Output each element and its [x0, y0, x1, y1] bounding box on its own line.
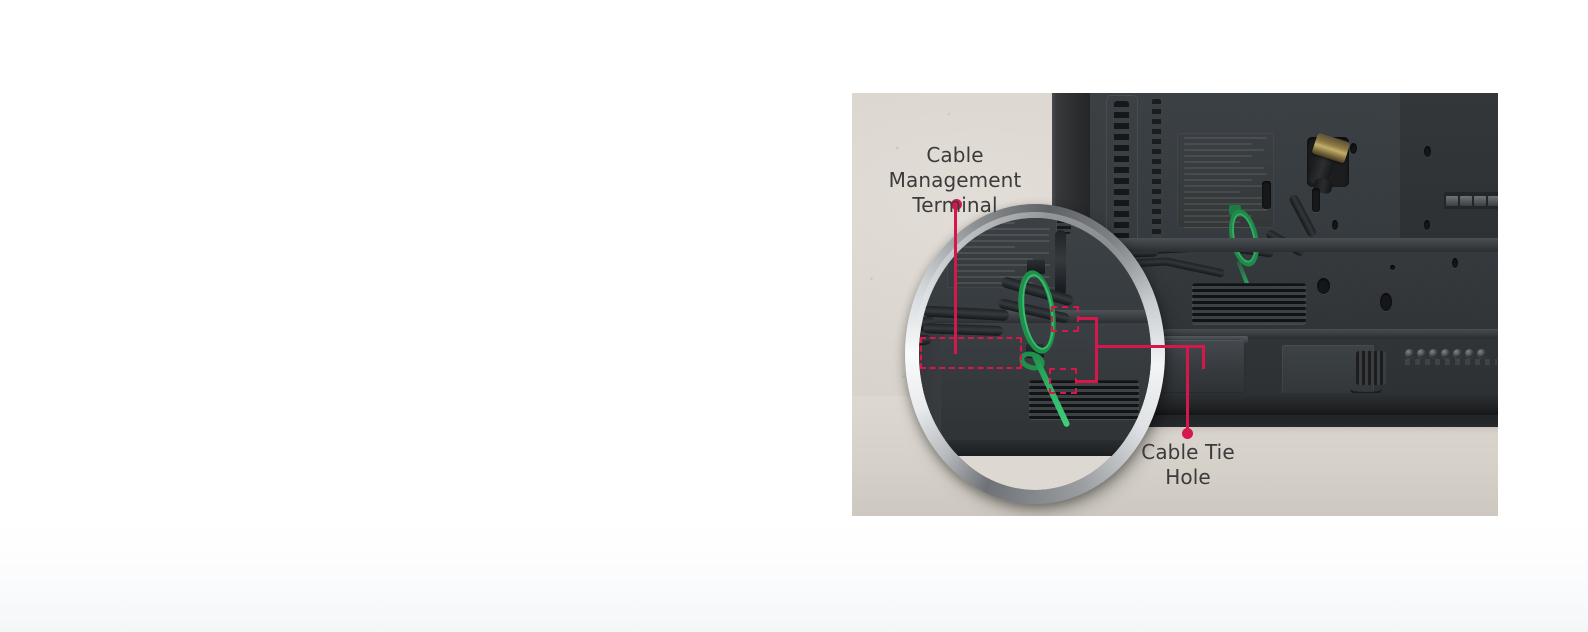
page-bottom-gradient-band — [0, 520, 1588, 632]
callout-label-cable-tie-hole: Cable Tie Hole — [1141, 440, 1235, 489]
magnifier-callout — [905, 204, 1167, 510]
tv-input-terminal-strip — [1444, 192, 1498, 209]
magnifier-lens — [919, 218, 1151, 490]
magnified-cable-tie-hole-upper — [1027, 260, 1045, 274]
cth-bracket-arm-upper — [1078, 317, 1098, 320]
vesa-mount-hole-8 — [1390, 265, 1395, 270]
vesa-mount-hole-6 — [1317, 278, 1330, 294]
highlight-box-cable-tie-hole-lower — [1049, 368, 1077, 394]
vesa-mount-hole-3 — [1332, 220, 1338, 230]
tv-spec-label-plate — [1177, 133, 1274, 228]
cth-leader-horizontal — [1095, 345, 1205, 348]
vesa-mount-hole-5 — [1452, 258, 1458, 268]
magnified-content — [919, 218, 1151, 490]
vesa-mount-hole-2 — [1424, 146, 1431, 157]
cth-leader-drop — [1202, 345, 1205, 369]
cable-clip-hook — [1356, 351, 1386, 385]
cmt-leader-line — [954, 206, 957, 354]
speaker-terminal-row — [1405, 345, 1497, 361]
vesa-mount-hole-1 — [1350, 143, 1357, 154]
speaker-terminal-legend — [1405, 359, 1497, 365]
vesa-mount-slot-1 — [1262, 181, 1271, 209]
product-photo — [852, 93, 1498, 516]
tv-rear-upper-right-panel — [1400, 93, 1498, 243]
tv-bottom-rail-shadow — [1042, 413, 1498, 431]
cth-marker-dot — [1182, 428, 1193, 439]
highlight-box-cable-tie-hole-upper — [1051, 306, 1079, 332]
magnified-bottom-rail — [919, 440, 1151, 456]
highlight-box-cable-routing-channel — [920, 337, 1022, 369]
tv-rear-step-upper — [1090, 238, 1498, 252]
cable-tie-hole-block — [1152, 340, 1244, 392]
vesa-mount-hole-4 — [1424, 220, 1430, 230]
vesa-mount-slot-2 — [1312, 188, 1320, 212]
magnified-spec-label-plate — [947, 218, 1057, 288]
tv-vent-grille-center — [1192, 283, 1306, 325]
tv-rear-step-lower — [1090, 329, 1498, 339]
magnified-cable-vertical — [1055, 230, 1066, 296]
cth-bracket-arm-lower — [1076, 380, 1098, 383]
callout-label-cable-management-terminal: Cable Management Terminal — [888, 143, 1022, 217]
cable-tie-hole-block-top — [1152, 336, 1248, 343]
magnified-side-panel — [919, 332, 941, 454]
vesa-mount-hole-7 — [1380, 293, 1392, 311]
cth-bracket-spine — [1095, 317, 1098, 383]
cth-leader-vertical — [1186, 345, 1189, 433]
magnified-cable-tie-hole-lower — [1026, 344, 1044, 358]
tv-vent-column-right — [1152, 99, 1161, 251]
cmt-marker-dot — [951, 199, 962, 210]
cable-tie-head-main — [1229, 205, 1241, 215]
